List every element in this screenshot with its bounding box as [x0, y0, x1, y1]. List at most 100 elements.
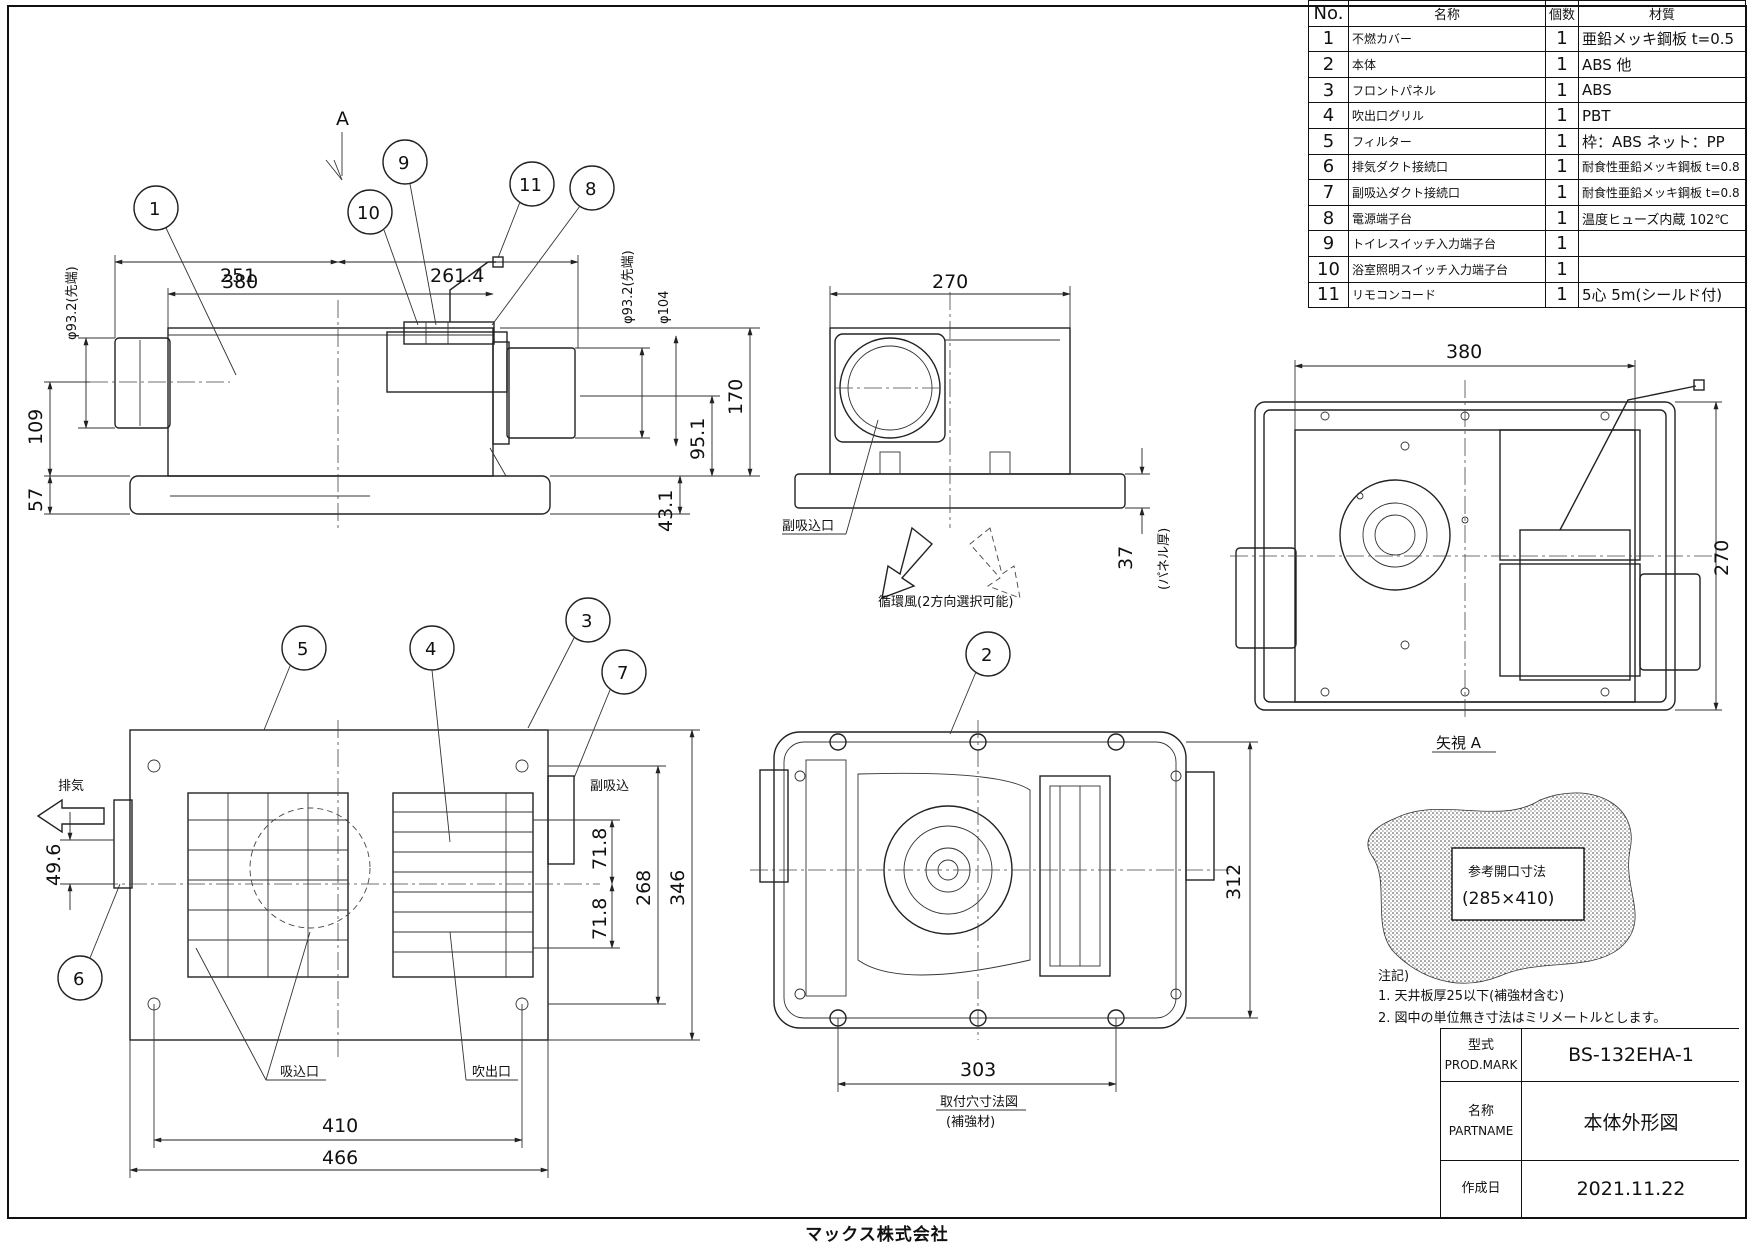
label-outlet: 吹出口 [472, 1065, 511, 1080]
notes: 注記) 1. 天井板厚25以下(補強材含む) 2. 図中の単位無き寸法はミリメー… [1378, 968, 1666, 1026]
airflow-arrow-dashed [969, 527, 1021, 599]
model-value: BS-132EHA-1 [1568, 1044, 1694, 1066]
dim-346: 346 [667, 870, 689, 906]
svg-text:6: 6 [73, 969, 84, 990]
label-intake: 吸込口 [280, 1065, 319, 1080]
title-row-model: 型式 PROD.MARK BS-132EHA-1 [1441, 1029, 1739, 1082]
name-key-ja: 名称 [1467, 1104, 1494, 1120]
dim-57: 57 [25, 488, 47, 512]
front-panel-side [129, 475, 551, 515]
balloon-9: 9 [382, 139, 437, 326]
balloon-10: 10 [347, 189, 419, 326]
phi932-right-label: φ93.2(先端) [621, 250, 636, 324]
dim-380-side: 380 [222, 271, 258, 293]
dim-251: 251 [220, 265, 256, 287]
end-view: 270 副吸込口 循環風(2方向選択可能) 37 (パネル厚) [782, 271, 1172, 610]
dim-270-end: 270 [932, 271, 968, 293]
view-a-caption: 矢視 A [1436, 734, 1482, 752]
svg-text:10: 10 [357, 203, 380, 224]
col-material: 材質 [1577, 0, 1747, 27]
dim-170: 170 [725, 379, 747, 415]
dim-71-8-top: 71.8 [589, 828, 611, 870]
phi932-left-label: φ93.2(先端) [65, 266, 80, 340]
part-name-value: 本体外形図 [1583, 1111, 1679, 1134]
svg-text:2: 2 [981, 645, 992, 666]
company-name: マックス株式会社 [805, 1225, 949, 1245]
title-row-name: 名称 PARTNAME 本体外形図 [1441, 1082, 1739, 1161]
dim-261-4: 261.4 [430, 265, 484, 287]
view-a-remote-cord [1559, 385, 1697, 531]
balloon-8: 8 [491, 165, 615, 326]
opening-value: (285×410) [1462, 889, 1554, 909]
svg-text:8: 8 [585, 179, 596, 200]
phi104-label: φ104 [657, 291, 672, 324]
label-airflow: 循環風(2方向選択可能) [878, 594, 1013, 610]
dim-303: 303 [960, 1059, 996, 1081]
svg-text:11: 11 [519, 175, 542, 196]
dim-95-1: 95.1 [687, 418, 709, 460]
balloon-7: 7 [573, 649, 647, 779]
side-view: A 251 261.4 380 [25, 108, 760, 532]
label-exhaust: 排気 [58, 778, 84, 794]
bottom-view: 303 312 取付穴寸法図 (補強材) 2 [750, 631, 1258, 1130]
airflow-arrow-solid [881, 526, 934, 600]
dim-109: 109 [25, 409, 47, 445]
dim-466: 466 [322, 1147, 358, 1169]
svg-text:1: 1 [149, 199, 160, 220]
model-key-ja: 型式 [1467, 1038, 1494, 1054]
caption-mounting-holes: 取付穴寸法図 [940, 1095, 1018, 1110]
balloon-4: 4 [409, 625, 455, 843]
balloon-3: 3 [527, 597, 611, 729]
outlet-grille [392, 792, 534, 978]
opening-box [1451, 847, 1585, 921]
dim-312: 312 [1223, 864, 1245, 900]
view-a: 380 270 矢視 A [1230, 341, 1733, 753]
caption-reinforcement: (補強材) [946, 1115, 995, 1130]
date-key: 作成日 [1441, 1161, 1522, 1217]
front-corner-holes [147, 759, 529, 1011]
model-key-en: PROD.MARK [1444, 1057, 1518, 1072]
exhaust-arrow [36, 798, 105, 834]
terminal-blocks [403, 321, 495, 345]
note-1: 1. 天井板厚25以下(補強材含む) [1378, 988, 1564, 1004]
svg-text:9: 9 [398, 153, 409, 174]
title-row-date: 作成日 2021.11.22 [1441, 1161, 1739, 1217]
dim-268: 268 [633, 870, 655, 906]
svg-text:4: 4 [425, 639, 436, 660]
sheet-border [7, 5, 1747, 1219]
notes-title: 注記) [1378, 968, 1409, 984]
label-sub-intake-front: 副吸込 [590, 779, 629, 794]
opening-reference: 参考開口寸法 (285×410) [1367, 792, 1636, 984]
balloon-2: 2 [949, 631, 1011, 735]
dim-71-8-bottom: 71.8 [589, 898, 611, 940]
dim-380-view-a: 380 [1446, 341, 1482, 363]
dim-37: 37 [1115, 546, 1137, 570]
dim-270-view-a: 270 [1711, 540, 1733, 576]
col-name: 名称 [1347, 0, 1546, 27]
name-key-en: PARTNAME [1448, 1123, 1514, 1138]
view-a-screws [1320, 411, 1610, 697]
svg-text:5: 5 [297, 639, 308, 660]
view-arrow-label: A [336, 108, 349, 130]
balloon-6: 6 [57, 883, 121, 1001]
balloon-11: 11 [497, 161, 555, 259]
opening-title: 参考開口寸法 [1468, 864, 1546, 880]
note-2: 2. 図中の単位無き寸法はミリメートルとします。 [1378, 1010, 1666, 1026]
svg-text:7: 7 [617, 663, 628, 684]
col-no: No. [1308, 0, 1349, 27]
parts-table-header: No. 名称 個数 材質 [1308, 0, 1747, 27]
balloon-5: 5 [263, 625, 327, 731]
date-value: 2021.11.22 [1576, 1178, 1686, 1200]
label-panel-thickness: (パネル厚) [1157, 528, 1172, 590]
